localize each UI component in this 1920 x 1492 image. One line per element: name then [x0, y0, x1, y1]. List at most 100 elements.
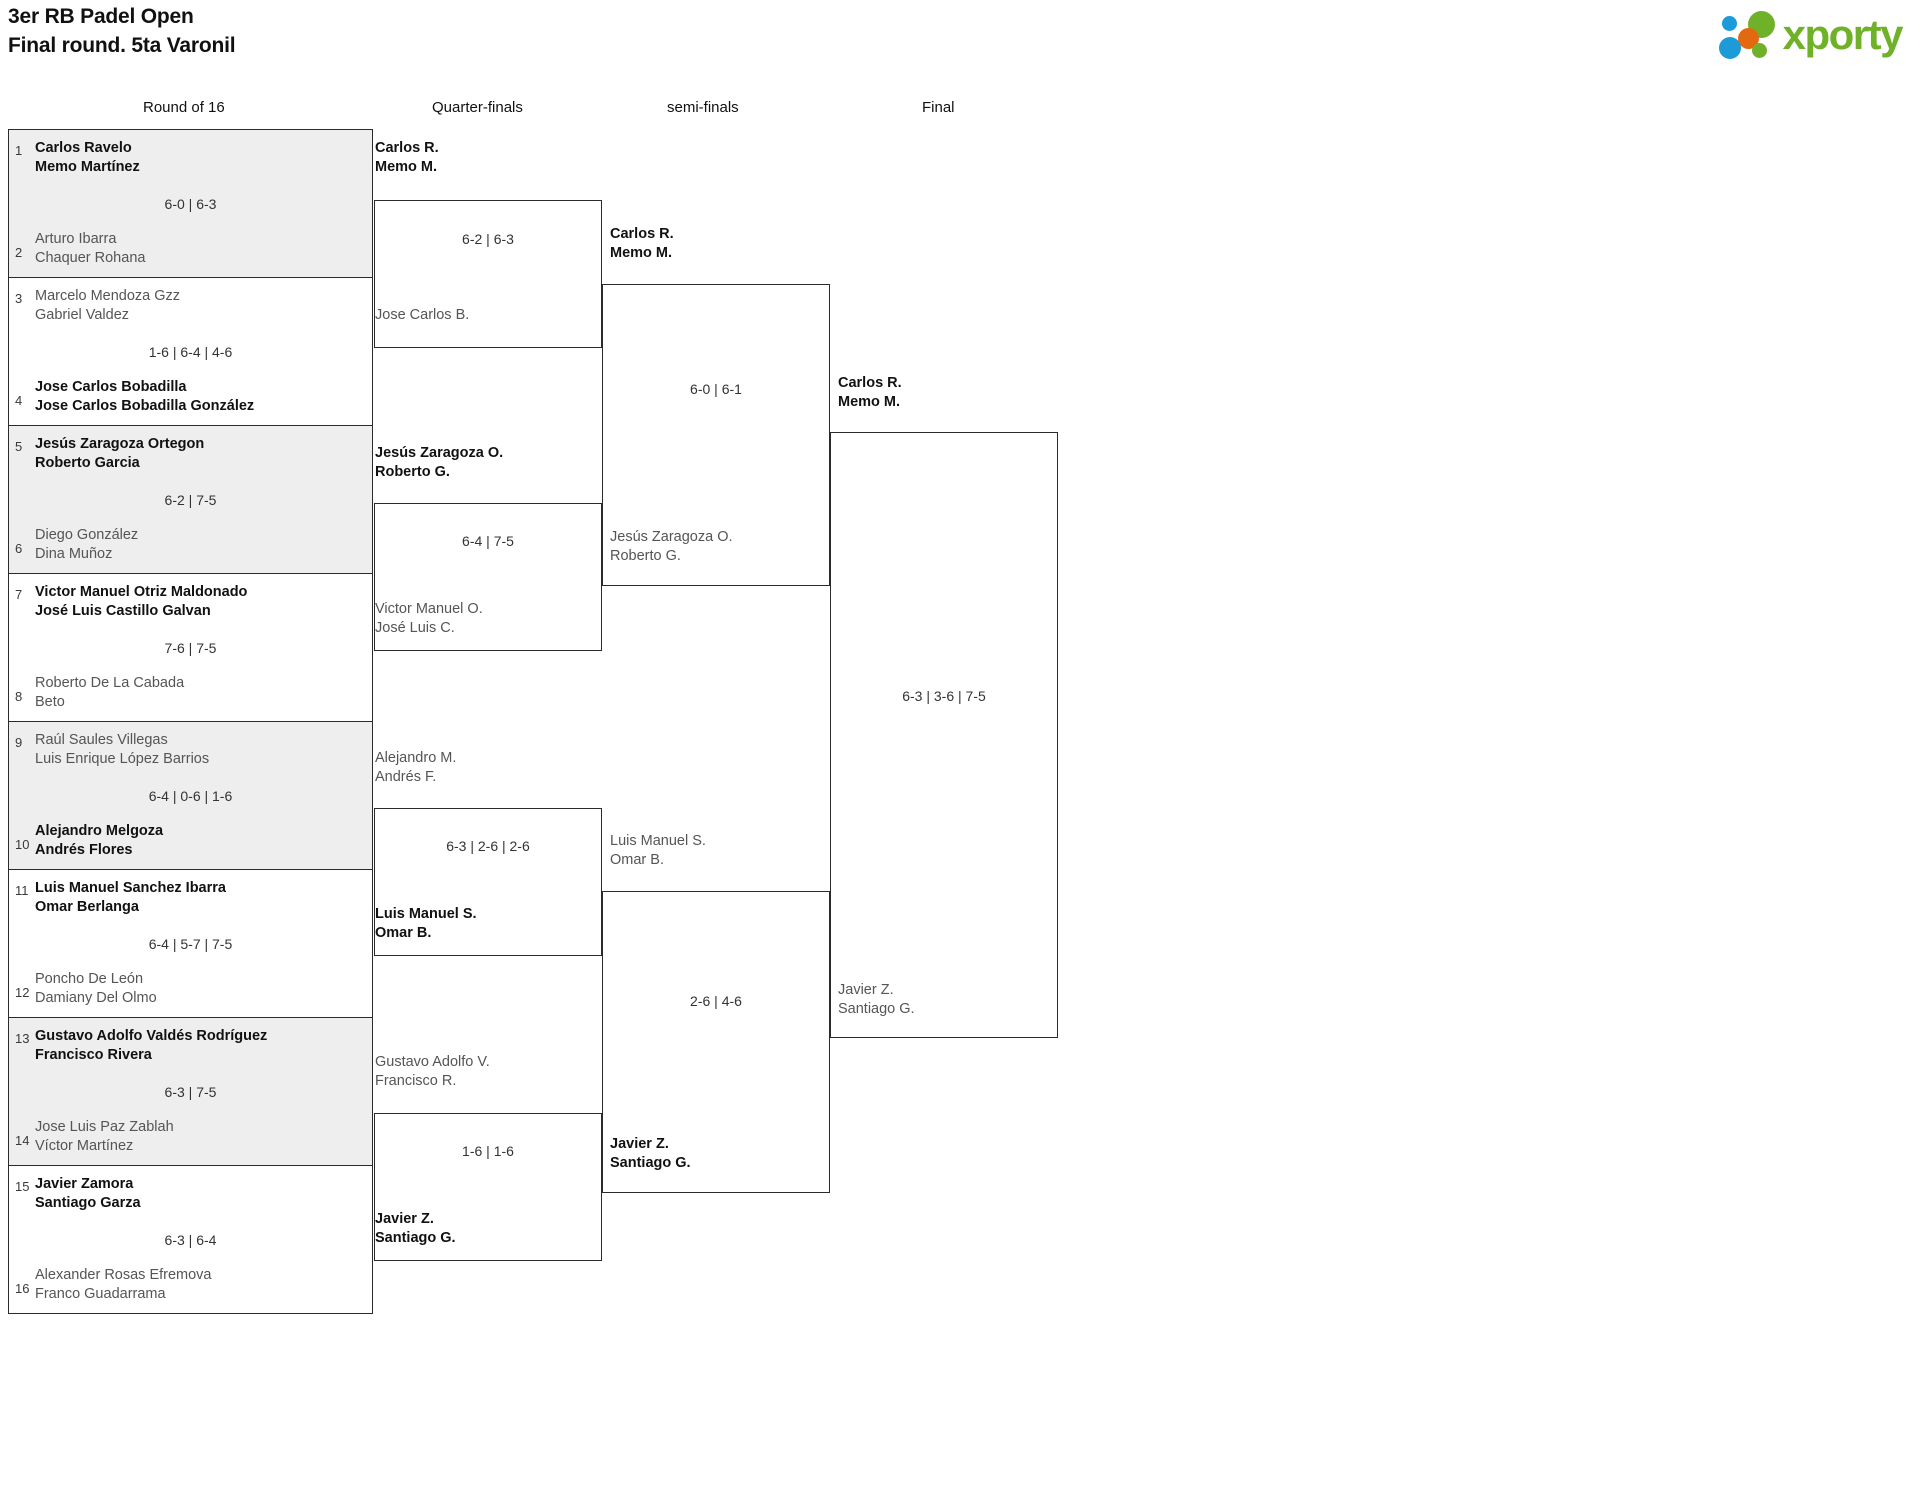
r16-team-bottom: Alexander Rosas Efremova Franco Guadarra…	[35, 1266, 212, 1304]
match-score: 6-0 | 6-3	[164, 195, 217, 212]
seed-number: 15	[15, 1179, 30, 1194]
sf-team-bottom: Jesús Zaragoza O. Roberto G.	[610, 528, 733, 566]
sf-team-top: Carlos R. Memo M.	[610, 225, 674, 263]
qf-match-score-3: 6-3 | 2-6 | 2-6	[446, 838, 530, 854]
player-name: Roberto G.	[375, 464, 450, 480]
round-header-final: Final	[922, 99, 955, 116]
r16-match-1[interactable]: 1 Carlos Ravelo Memo Martínez 6-0 | 6-3 …	[9, 130, 372, 278]
player-name: Jesús Zaragoza O.	[610, 529, 733, 545]
player-name: Dina Muñoz	[35, 546, 113, 562]
qf-team-top: Carlos R. Memo M.	[375, 139, 439, 177]
player-name: Roberto G.	[610, 548, 681, 564]
player-name: Jose Carlos B.	[375, 307, 470, 323]
sf-connector-1	[602, 284, 830, 586]
player-name: Gustavo Adolfo Valdés Rodríguez	[35, 1028, 268, 1044]
player-name: Javier Zamora	[35, 1176, 134, 1192]
qf-connector-2	[374, 503, 602, 651]
player-name: Santiago G.	[838, 1001, 915, 1017]
qf-match-score-1: 6-2 | 6-3	[462, 231, 514, 247]
player-name: Alejandro M.	[375, 750, 457, 766]
player-name: Arturo Ibarra	[35, 231, 117, 247]
player-name: Omar B.	[610, 852, 664, 868]
r16-match-2[interactable]: 3 Marcelo Mendoza Gzz Gabriel Valdez 1-6…	[9, 278, 372, 426]
player-name: Victor Manuel Otriz Maldonado	[35, 584, 248, 600]
r16-match-5[interactable]: 9 Raúl Saules Villegas Luis Enrique Lópe…	[9, 722, 372, 870]
qf-team-bottom: Javier Z. Santiago G.	[375, 1210, 456, 1248]
r16-team-top: Victor Manuel Otriz Maldonado José Luis …	[35, 583, 247, 621]
seed-number: 9	[15, 735, 23, 750]
player-name: Jesús Zaragoza O.	[375, 445, 504, 461]
match-score: 6-2 | 7-5	[164, 491, 217, 508]
r16-match-7[interactable]: 13 Gustavo Adolfo Valdés Rodríguez Franc…	[9, 1018, 372, 1166]
player-name: Andrés Flores	[35, 842, 133, 858]
r16-match-6[interactable]: 11 Luis Manuel Sanchez Ibarra Omar Berla…	[9, 870, 372, 1018]
qf-connector-3	[374, 808, 602, 956]
player-name: Francisco Rivera	[35, 1047, 152, 1063]
r16-team-bottom: Arturo Ibarra Chaquer Rohana	[35, 230, 145, 268]
match-score: 1-6 | 6-4 | 4-6	[148, 343, 233, 360]
final-match-score: 6-3 | 3-6 | 7-5	[902, 688, 986, 704]
player-name: Poncho De León	[35, 971, 144, 987]
logo-dots-icon	[1718, 10, 1777, 60]
player-name: Jose Carlos Bobadilla	[35, 379, 187, 395]
final-team-top: Carlos R. Memo M.	[838, 374, 902, 412]
player-name: Chaquer Rohana	[35, 250, 146, 266]
logo-dot-blue-small-icon	[1721, 16, 1737, 31]
r16-match-4[interactable]: 7 Victor Manuel Otriz Maldonado José Lui…	[9, 574, 372, 722]
player-name: Carlos R.	[375, 140, 439, 156]
logo-wordmark: xporty	[1782, 11, 1904, 58]
match-score: 6-3 | 6-4	[164, 1231, 217, 1248]
player-name: Víctor Martínez	[35, 1138, 134, 1154]
r16-match-3[interactable]: 5 Jesús Zaragoza Ortegon Roberto Garcia …	[9, 426, 372, 574]
round-header-round-of-16: Round of 16	[143, 99, 225, 116]
qf-team-top: Gustavo Adolfo V. Francisco R.	[375, 1053, 490, 1091]
page-title: 3er RB Padel Open Final round. 5ta Varon…	[8, 2, 236, 60]
sf-match-score-1: 6-0 | 6-1	[690, 381, 742, 397]
player-name: Gustavo Adolfo V.	[375, 1054, 490, 1070]
seed-number: 12	[15, 985, 30, 1000]
seed-number: 11	[15, 883, 29, 898]
player-name: Carlos R.	[838, 375, 902, 391]
sf-team-top: Luis Manuel S. Omar B.	[610, 832, 706, 870]
player-name: Jesús Zaragoza Ortegon	[35, 436, 205, 452]
qf-team-top: Alejandro M. Andrés F.	[375, 749, 456, 787]
match-score: 6-3 | 7-5	[164, 1083, 217, 1100]
seed-number: 14	[15, 1133, 30, 1148]
player-name: Santiago G.	[375, 1230, 456, 1246]
player-name: Memo M.	[838, 394, 901, 410]
seed-number: 2	[15, 245, 23, 260]
title-line-1: 3er RB Padel Open	[8, 5, 194, 28]
r16-team-bottom: Alejandro Melgoza Andrés Flores	[35, 822, 163, 860]
player-name: Diego González	[35, 527, 139, 543]
r16-team-top: Javier Zamora Santiago Garza	[35, 1175, 141, 1213]
player-name: Alejandro Melgoza	[35, 823, 164, 839]
logo-dot-green-small-icon	[1751, 43, 1767, 58]
player-name: Javier Z.	[375, 1211, 434, 1227]
r16-team-top: Gustavo Adolfo Valdés Rodríguez Francisc…	[35, 1027, 267, 1065]
r16-match-8[interactable]: 15 Javier Zamora Santiago Garza 6-3 | 6-…	[9, 1166, 372, 1314]
player-name: Beto	[35, 694, 65, 710]
player-name: Javier Z.	[610, 1136, 669, 1152]
seed-number: 13	[15, 1031, 30, 1046]
r16-team-bottom: Jose Luis Paz Zablah Víctor Martínez	[35, 1118, 174, 1156]
player-name: Luis Enrique López Barrios	[35, 751, 210, 767]
seed-number: 8	[15, 689, 23, 704]
seed-number: 7	[15, 587, 23, 602]
round-header-quarter-finals: Quarter-finals	[432, 99, 523, 116]
xporty-logo[interactable]: xporty	[1718, 8, 1904, 62]
qf-team-bottom: Luis Manuel S. Omar B.	[375, 905, 477, 943]
player-name: Santiago G.	[610, 1155, 691, 1171]
final-team-bottom: Javier Z. Santiago G.	[838, 981, 915, 1019]
match-score: 6-4 | 0-6 | 1-6	[148, 787, 233, 804]
player-name: Omar B.	[375, 925, 432, 941]
player-name: Roberto De La Cabada	[35, 675, 185, 691]
sf-match-score-2: 2-6 | 4-6	[690, 993, 742, 1009]
qf-match-score-2: 6-4 | 7-5	[462, 533, 514, 549]
player-name: Raúl Saules Villegas	[35, 732, 168, 748]
r16-team-top: Raúl Saules Villegas Luis Enrique López …	[35, 731, 209, 769]
player-name: Memo M.	[610, 245, 673, 261]
seed-number: 5	[15, 439, 23, 454]
match-score: 6-4 | 5-7 | 7-5	[148, 935, 233, 952]
qf-connector-1	[374, 200, 602, 348]
qf-team-bottom: Jose Carlos B.	[375, 306, 469, 325]
